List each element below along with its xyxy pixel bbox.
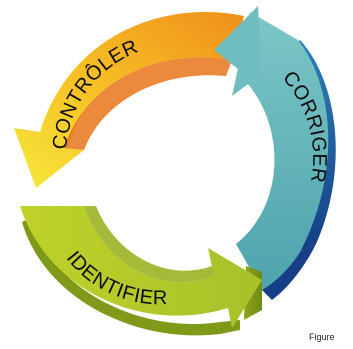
- arrow-corriger: [214, 6, 336, 300]
- arrow-identifier: [20, 206, 262, 336]
- figure-caption: Figure: [309, 332, 335, 342]
- arrow-controler: [14, 11, 244, 188]
